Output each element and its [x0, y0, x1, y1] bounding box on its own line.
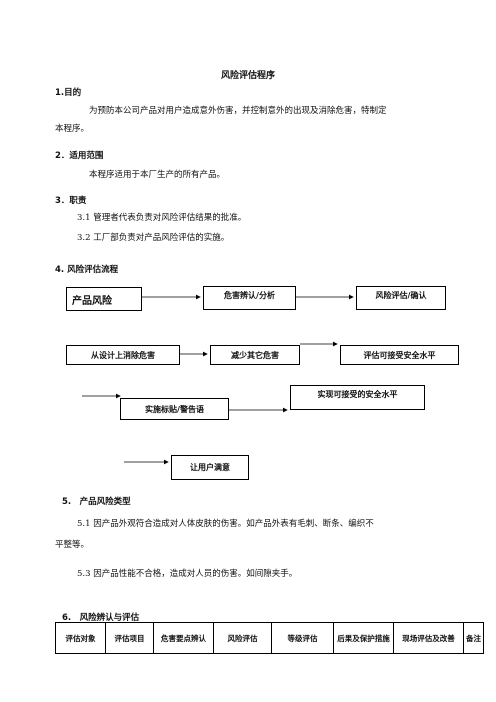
column-header-grade-assessment: 等级评估 [271, 622, 334, 654]
column-header-object: 评估对象 [55, 622, 106, 654]
section-3-heading: 3．职责 [55, 196, 87, 206]
section-5-item-2: 5.3 因产品性能不合格，造成对人员的伤害。如间隙夹手。 [77, 569, 298, 579]
section-3-item-1: 3.1 管理者代表负责对风险评估结果的批准。 [77, 213, 247, 223]
flow-box-hazard-identify: 危害辨认/分析 [203, 286, 296, 310]
flow-box-design-eliminate: 从设计上消除危害 [66, 345, 180, 365]
flow-box-labels-warnings: 实施标贴/警告语 [120, 398, 229, 420]
section-2-heading: 2．适用范围 [55, 151, 104, 161]
section-1-heading: 1.目的 [55, 88, 82, 98]
section-1-text-line2: 本程序。 [55, 124, 90, 134]
page-title: 风险评估程序 [220, 71, 275, 81]
column-header-item: 评估项目 [105, 622, 154, 654]
section-5-heading: 5. 产品风险类型 [62, 497, 131, 507]
table-header-row: 评估对象 评估项目 危害要点辨认 风险评估 等级评估 后果及保护措施 现场评估及… [55, 622, 484, 654]
section-1-text-line1: 为预防本公司产品对用户造成意外伤害，并控制意外的出现及消除危害，特制定 [89, 106, 387, 116]
flow-box-user-satisfied: 让用户满意 [171, 455, 249, 480]
flow-box-product-risk: 产品风险 [66, 287, 142, 311]
section-5-item-1-line2: 平整等。 [55, 540, 90, 550]
section-3-item-2: 3.2 工厂部负责对产品风险评估的实施。 [77, 233, 230, 243]
column-header-remarks: 备注 [463, 622, 484, 654]
column-header-hazard-points: 危害要点辨认 [153, 622, 214, 654]
flow-box-achieve-acceptable: 实现可接受的安全水平 [290, 385, 425, 410]
flow-box-risk-assess: 风险评估/确认 [356, 286, 446, 310]
flow-box-assess-acceptable: 评估可接受安全水平 [340, 345, 459, 365]
flow-box-reduce-other: 减少其它危害 [210, 345, 300, 365]
section-4-heading: 4. 风险评估流程 [55, 265, 119, 275]
section-5-item-1-line1: 5.1 因产品外观符合造成对人体皮肤的伤害。如产品外表有毛刺、断条、编织不 [77, 519, 374, 529]
column-header-consequence-protection: 后果及保护措施 [333, 622, 394, 654]
section-2-text: 本程序适用于本厂生产的所有产品。 [89, 170, 226, 180]
risk-assessment-table: 评估对象 评估项目 危害要点辨认 风险评估 等级评估 后果及保护措施 现场评估及… [55, 622, 484, 654]
column-header-site-assessment: 现场评估及改善 [393, 622, 464, 654]
section-6-heading: 6. 风险辨认与评估 [62, 613, 140, 623]
column-header-risk-assessment: 风险评估 [213, 622, 272, 654]
